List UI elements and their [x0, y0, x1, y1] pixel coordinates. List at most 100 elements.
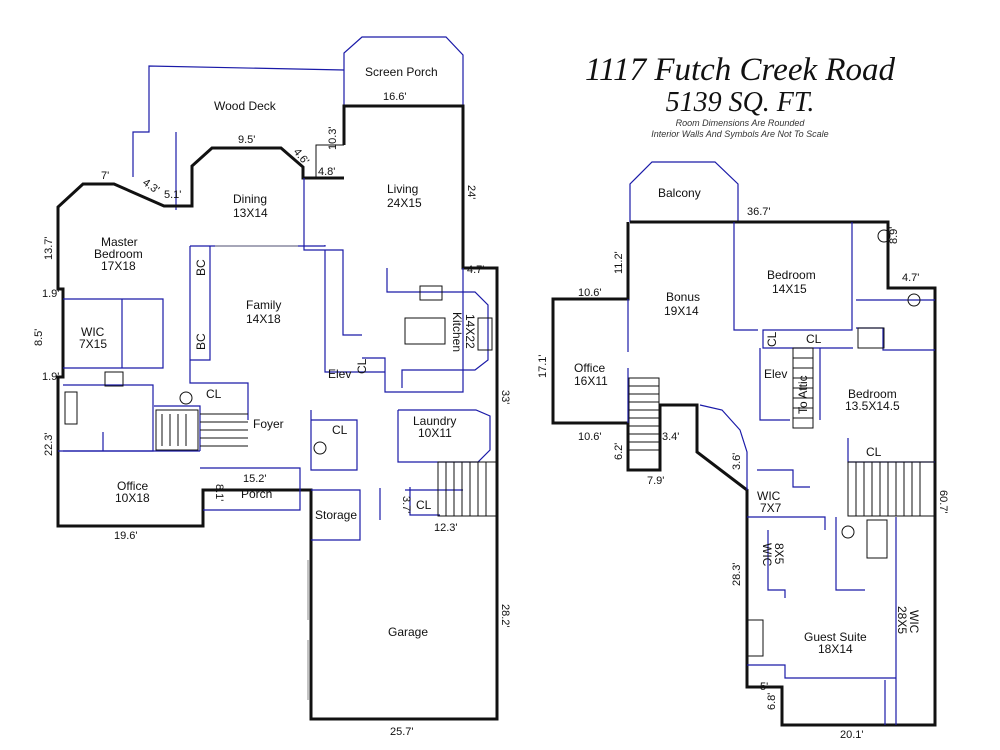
- label-cl-b: CL: [806, 332, 822, 346]
- dim2-17-1: 17.1': [537, 354, 549, 378]
- label-wic-size: 7X15: [79, 337, 107, 351]
- square-footage: 5139 SQ. FT.: [665, 87, 815, 118]
- label-garage: Garage: [388, 625, 428, 639]
- second-floor-exterior-wall: [551, 220, 937, 727]
- label-elev-2: Elev: [764, 367, 787, 381]
- label-office-2-size: 16X11: [574, 374, 608, 388]
- label-office-2: Office: [574, 361, 605, 375]
- label-bedroom-a-size: 14X15: [772, 282, 807, 296]
- dim2-4-7: 4.7': [902, 272, 919, 284]
- label-wic: WIC: [81, 325, 105, 339]
- dim-25-7: 25.7': [390, 726, 414, 738]
- dim-13-7: 13.7': [43, 236, 55, 260]
- label-master-1: Master: [101, 235, 138, 249]
- second-floor: Balcony Bonus 19X14 Bedroom 14X15 Office…: [537, 161, 949, 741]
- dim-1-9a: 1.9': [42, 288, 59, 300]
- label-cl-a: CL: [765, 331, 779, 347]
- dim2-11-2: 11.2': [613, 251, 625, 274]
- dim2-3-6: 3.6': [731, 453, 743, 470]
- property-address: 1117 Futch Creek Road: [584, 52, 896, 88]
- dim-22-3: 22.3': [43, 432, 55, 456]
- staircase-landing: [155, 409, 199, 451]
- stair-treads-first: [161, 413, 248, 447]
- label-laundry: Laundry: [413, 414, 456, 428]
- wood-deck-outline: [132, 65, 345, 177]
- label-living-size: 24X15: [387, 196, 422, 210]
- dim-4-7: 4.7': [467, 264, 484, 276]
- dim-4-3: 4.3': [140, 177, 161, 197]
- garage-stairs: [437, 461, 497, 517]
- dim-1-9b: 1.9': [42, 371, 59, 383]
- dim-19-6: 19.6': [114, 530, 138, 542]
- scale-note: Interior Walls And Symbols Are Not To Sc…: [651, 129, 829, 139]
- label-dining: Dining: [233, 192, 267, 206]
- dim2-6-2: 6.2': [613, 443, 625, 460]
- label-wic-a-size: 7X7: [760, 501, 782, 515]
- dim-28-2: 28.2': [499, 604, 511, 628]
- balcony-outline: [629, 161, 739, 222]
- label-wood-deck: Wood Deck: [214, 99, 277, 113]
- dim-4-8: 4.8': [318, 166, 335, 178]
- label-cl-3: CL: [332, 423, 348, 437]
- label-living: Living: [387, 182, 418, 196]
- dim-3-7: 3.7': [400, 496, 412, 513]
- label-wic-c: WIC: [907, 610, 921, 634]
- dim2-36-7: 36.7': [747, 206, 771, 218]
- label-kitchen: Kitchen: [450, 312, 464, 352]
- first-floor-exterior-wall: [56, 104, 499, 721]
- label-laundry-size: 10X11: [418, 426, 452, 440]
- dim-dining-top: 9.5': [238, 134, 255, 146]
- label-bonus-size: 19X14: [664, 304, 699, 318]
- dim-7: 7': [101, 170, 109, 182]
- dim-8-5: 8.5': [33, 329, 45, 346]
- dim2-7-9: 7.9': [647, 475, 664, 487]
- dim2-3-4: 3.4': [662, 431, 679, 443]
- label-bc-1: BC: [194, 259, 208, 276]
- label-porch: Porch: [241, 487, 272, 501]
- label-cl-4: CL: [416, 498, 432, 512]
- dim-33: 33': [499, 390, 511, 404]
- label-family: Family: [246, 298, 281, 312]
- label-bonus: Bonus: [666, 290, 700, 304]
- label-bedroom-b: Bedroom: [848, 387, 897, 401]
- label-storage: Storage: [315, 508, 357, 522]
- label-screen-porch: Screen Porch: [365, 65, 438, 79]
- label-balcony: Balcony: [658, 186, 701, 200]
- dim-24: 24': [465, 185, 477, 199]
- dim-screen-porch: 16.6': [383, 91, 407, 103]
- dim2-10-6a: 10.6': [578, 287, 602, 299]
- dim-15-2: 15.2': [243, 473, 267, 485]
- stair-treads-second: [628, 347, 935, 517]
- plan-title-block: 1117 Futch Creek Road 5139 SQ. FT. Room …: [560, 52, 920, 140]
- label-to-attic: To Attic: [796, 375, 810, 414]
- dim2-10-6b: 10.6': [578, 431, 602, 443]
- label-guest-suite-size: 18X14: [818, 642, 853, 656]
- kitchen-island: [404, 317, 446, 345]
- label-wic-a: WIC: [757, 489, 781, 503]
- label-master-size: 17X18: [101, 259, 136, 273]
- label-wic-b: WIC: [760, 543, 774, 567]
- dim-4-6: 4.6': [291, 146, 311, 167]
- label-family-size: 14X18: [246, 312, 281, 326]
- label-bedroom-b-size: 13.5X14.5: [845, 399, 900, 413]
- label-foyer: Foyer: [253, 417, 284, 431]
- label-wic-c-size: 28X5: [895, 606, 909, 634]
- label-cl-c: CL: [866, 445, 882, 459]
- dim-10-3: 10.3': [327, 126, 339, 150]
- first-floor: Screen Porch Wood Deck Living 24X15 Dini…: [33, 36, 511, 738]
- dim2-8-9: 8.9': [888, 227, 900, 244]
- label-elev: Elev: [328, 367, 351, 381]
- label-office-size: 10X18: [115, 491, 150, 505]
- label-bc-2: BC: [194, 333, 208, 350]
- range: [477, 317, 493, 351]
- dim2-60-7: 60.7': [937, 490, 949, 514]
- dim-8-1: 8.1': [213, 484, 225, 501]
- screen-porch-outline: [343, 36, 464, 106]
- label-kitchen-size: 14X22: [463, 314, 477, 349]
- rounding-note: Room Dimensions Are Rounded: [675, 118, 805, 128]
- dim2-20-1: 20.1': [840, 729, 864, 741]
- label-cl-1: CL: [355, 358, 369, 374]
- dim2-6-8: 6.8': [766, 693, 778, 710]
- label-wic-b-size: 8X5: [772, 543, 786, 565]
